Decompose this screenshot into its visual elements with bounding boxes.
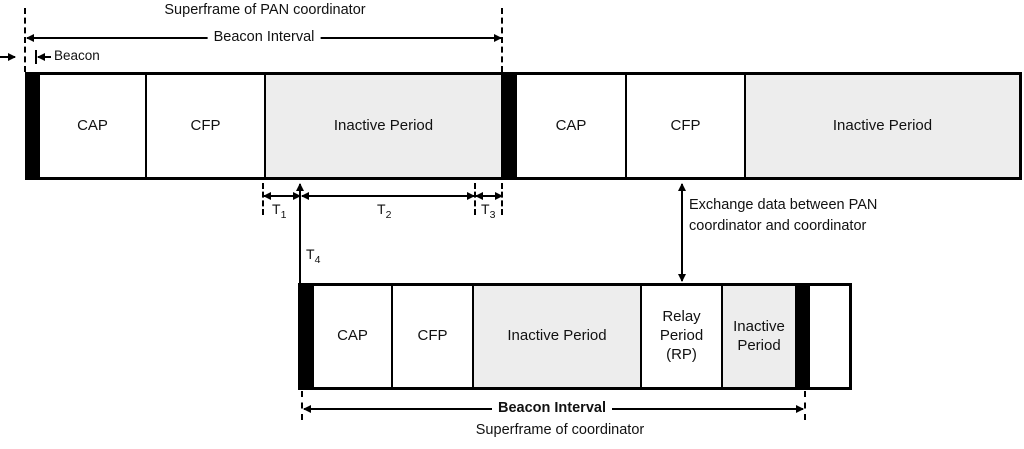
coordinator-beacon-dashed-line-right	[804, 391, 806, 420]
cfp-segment: CFP	[393, 286, 474, 387]
next-superframe-stub	[810, 286, 849, 387]
beacon-width-tick	[35, 50, 37, 64]
cap-segment: CAP	[517, 75, 627, 177]
coordinator-superframe-subtitle: Superframe of coordinator	[475, 422, 645, 438]
beacon-bar	[797, 286, 810, 387]
beacon-width-arrow-right	[37, 53, 51, 61]
relay-period-segment: Relay Period (RP)	[642, 286, 723, 387]
beacon-bar	[503, 75, 517, 177]
coordinator-superframe-bar: CAP CFP Inactive Period Relay Period (RP…	[298, 283, 852, 390]
t3-label: T3	[481, 201, 496, 221]
t4-beacon-offset-line	[296, 183, 304, 283]
inactive-period-segment: Inactive Period	[474, 286, 642, 387]
cap-segment: CAP	[314, 286, 393, 387]
inactive-period-segment: Inactive Period	[723, 286, 797, 387]
t1-label: T1	[272, 201, 287, 221]
exchange-data-note-line1: Exchange data between PAN	[689, 197, 878, 213]
pan-superframe-title: Superframe of PAN coordinator	[164, 2, 366, 18]
coordinator-beacon-dashed-line-left	[301, 391, 303, 420]
inactive-period-segment: Inactive Period	[746, 75, 1019, 177]
cap-segment: CAP	[40, 75, 147, 177]
cfp-segment: CFP	[627, 75, 746, 177]
t1-arrow	[263, 192, 301, 200]
beacon-bar	[28, 75, 40, 177]
t3-arrow	[475, 192, 503, 200]
dashed-boundary-line-left	[24, 8, 26, 72]
beacon-label: Beacon	[54, 48, 100, 63]
beacon-width-arrow-left	[0, 53, 16, 61]
exchange-data-note-line2: coordinator and coordinator	[689, 218, 867, 234]
pan-beacon-interval-label: Beacon Interval	[207, 29, 321, 45]
t4-label: T4	[306, 246, 321, 266]
exchange-data-arrow	[678, 183, 686, 282]
t2-label: T2	[377, 201, 392, 221]
inactive-period-segment: Inactive Period	[266, 75, 503, 177]
coordinator-beacon-interval-label: Beacon Interval	[492, 400, 612, 416]
cfp-segment: CFP	[147, 75, 266, 177]
t2-arrow	[301, 192, 475, 200]
beacon-bar	[301, 286, 314, 387]
exchange-data-note: Exchange data between PAN coordinator an…	[689, 195, 877, 237]
dashed-boundary-line-middle	[501, 8, 503, 72]
pan-superframe-bar: CAP CFP Inactive Period CAP CFP Inactive…	[25, 72, 1022, 180]
